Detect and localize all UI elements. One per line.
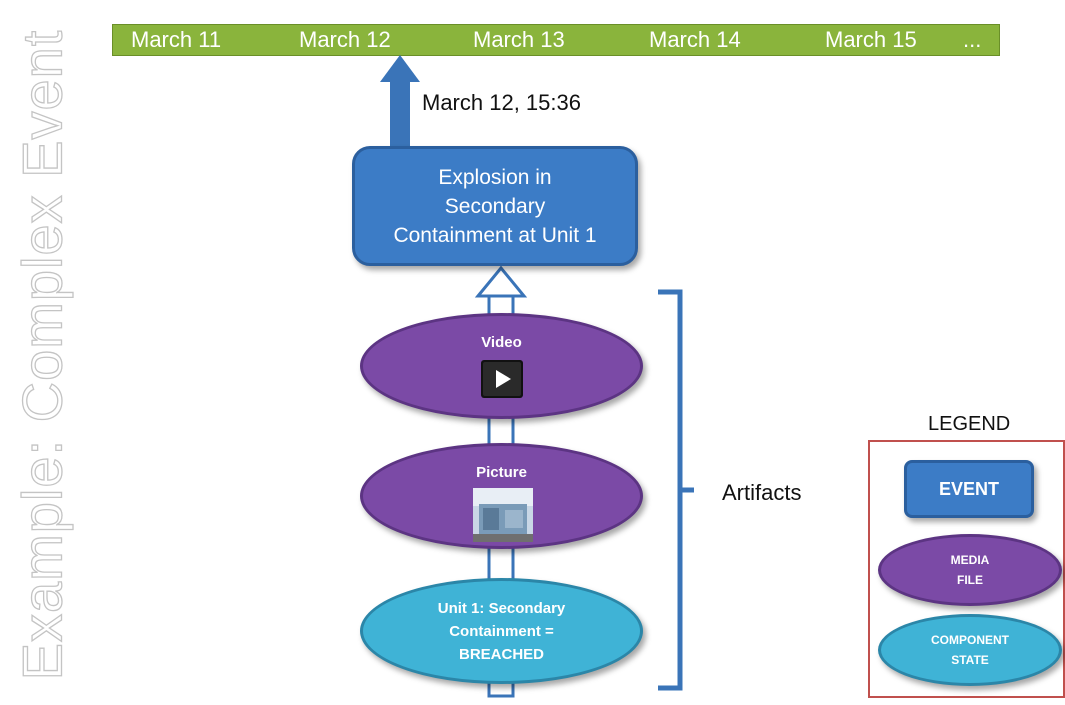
component-state-node: Unit 1: Secondary Containment = BREACHED	[360, 578, 643, 684]
legend-media-swatch: MEDIA FILE	[878, 534, 1062, 606]
timeline-label: March 12	[299, 27, 391, 52]
timeline-label: March 13	[473, 27, 565, 52]
timeline-label: March 11	[131, 27, 222, 52]
legend-component-swatch: COMPONENT STATE	[878, 614, 1062, 686]
play-icon	[481, 360, 523, 398]
event-box: Explosion in Secondary Containment at Un…	[352, 146, 638, 266]
legend-media-line: FILE	[957, 573, 983, 587]
legend-title: LEGEND	[928, 413, 1011, 435]
event-line: Secondary	[444, 194, 546, 218]
picture-media-node: Picture	[360, 443, 643, 549]
event-line: Containment at Unit 1	[393, 223, 597, 247]
artifacts-bracket	[658, 289, 694, 691]
component-line: BREACHED	[458, 645, 544, 663]
legend-box	[868, 440, 1065, 698]
video-label: Video	[481, 334, 522, 351]
legend-media-line: MEDIA	[950, 553, 990, 567]
legend-event-swatch: EVENT	[904, 460, 1034, 518]
event-line: Explosion in	[438, 165, 552, 189]
timestamp-label: March 12, 15:36	[422, 90, 581, 115]
video-media-node: Video	[360, 313, 643, 419]
timeline-label: March 15	[825, 27, 917, 52]
artifacts-label: Artifacts	[722, 480, 802, 505]
component-line: Containment =	[449, 622, 554, 640]
legend-event-label: EVENT	[938, 478, 999, 499]
legend-component-line: COMPONENT	[931, 633, 1009, 647]
timeline-bar: March 11 March 12 March 13 March 14 Marc…	[112, 24, 1000, 56]
component-line: Unit 1: Secondary	[437, 599, 566, 617]
timeline-label: ...	[963, 27, 982, 52]
legend-component-line: STATE	[951, 653, 989, 667]
picture-label: Picture	[476, 464, 527, 481]
arrow-up-to-timeline	[380, 55, 420, 148]
photo-thumbnail	[473, 488, 533, 542]
timeline-label: March 14	[649, 27, 741, 52]
